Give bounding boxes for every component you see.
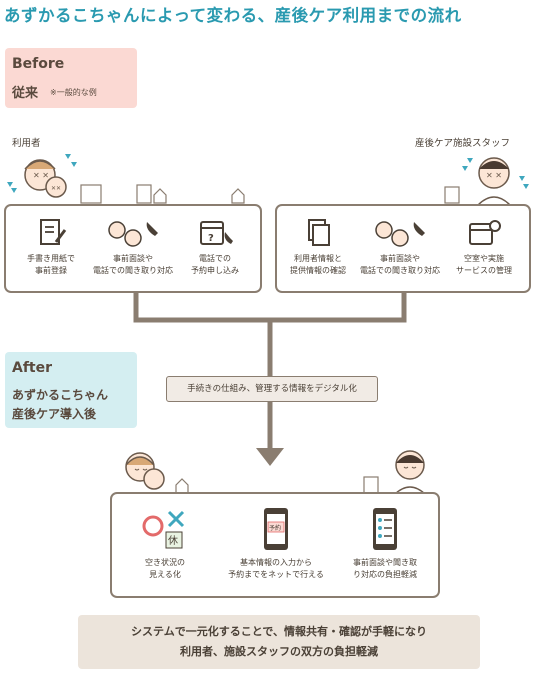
svg-text:✕ ✕: ✕ ✕	[486, 171, 502, 180]
before-user-item-2: 事前面談や 電話での聞き取り対応	[88, 216, 178, 277]
building-icon	[363, 476, 379, 494]
documents-icon	[308, 219, 330, 246]
phone-consultation-icon	[375, 221, 425, 247]
page-title: あずかるこちゃんによって変わる、産後ケア利用までの流れ	[4, 6, 462, 25]
happy-staff-icon	[393, 450, 427, 495]
availability-icon: 休	[142, 510, 185, 549]
before-staff-item-2: 事前面談や 電話での聞き取り対応	[355, 216, 445, 277]
arrow-down-icon	[256, 448, 284, 466]
stressed-mother-icon: ✕ ✕ ✕✕	[7, 154, 77, 198]
after-item-1-label: 空き状況の 見える化	[145, 558, 185, 579]
before-staff-item-1: 利用者情報と 提供情報の確認	[273, 216, 363, 277]
checklist-phone-icon	[373, 508, 397, 550]
before-staff-item-1-label: 利用者情報と 提供情報の確認	[290, 254, 346, 275]
after-panel: 休 空き状況の 見える化 予約 基本情報の入力から 予約までをネットで行える 事…	[110, 492, 440, 598]
phone-calendar-icon: ?	[200, 221, 233, 245]
after-item-2: 予約 基本情報の入力から 予約までをネットで行える	[218, 506, 334, 581]
svg-text:✕ ✕: ✕ ✕	[33, 171, 49, 180]
before-staff-item-3-label: 空室や実施 サービスの管理	[456, 254, 512, 275]
building-icon-right	[444, 186, 460, 204]
result-line-1: システムで一元化することで、情報共有・確認が手軽になり	[131, 625, 427, 638]
before-user-item-1-label: 手書き用紙で 事前登録	[27, 254, 75, 275]
before-user-item-3-label: 電話での 予約申し込み	[191, 254, 239, 275]
house-icon	[175, 478, 189, 494]
phone-consultation-icon	[108, 221, 158, 247]
after-item-2-label: 基本情報の入力から 予約までをネットで行える	[228, 558, 324, 579]
before-user-item-2-label: 事前面談や 電話での聞き取り対応	[93, 254, 173, 275]
before-staff-item-3: 空室や実施 サービスの管理	[439, 216, 529, 277]
before-sub-label: 従来	[12, 86, 39, 101]
before-staff-item-2-label: 事前面談や 電話での聞き取り対応	[360, 254, 440, 275]
before-note: ※一般的な例	[50, 88, 97, 97]
before-label: Before	[12, 56, 65, 72]
before-user-item-3: ? 電話での 予約申し込み	[170, 216, 260, 277]
svg-text:?: ?	[208, 233, 214, 244]
before-illustrations: ✕ ✕ ✕✕ ✕ ✕	[7, 154, 529, 206]
transition-label: 手続きの仕組み、管理する情報をデジタル化	[166, 376, 378, 402]
after-illustrations	[125, 450, 427, 495]
result-summary-box: システムで一元化することで、情報共有・確認が手軽になり 利用者、施設スタッフの双…	[78, 615, 480, 669]
svg-text:予約: 予約	[269, 524, 281, 532]
result-line-2: 利用者、施設スタッフの双方の負担軽減	[180, 645, 378, 658]
after-label: After	[12, 360, 53, 376]
before-user-item-1: 手書き用紙で 事前登録	[6, 216, 96, 277]
stressed-staff-icon: ✕ ✕	[462, 157, 529, 206]
before-section-label-box	[5, 48, 137, 108]
svg-text:休: 休	[168, 535, 178, 547]
after-section-label-box	[5, 352, 137, 428]
after-sub-label-2: 産後ケア導入後	[12, 407, 97, 421]
before-user-panel: 手書き用紙で 事前登録 事前面談や 電話での聞き取り対応 ? 電話での 予約申し…	[4, 204, 262, 293]
svg-text:✕✕: ✕✕	[51, 185, 61, 192]
building-icons-left	[80, 184, 245, 204]
after-sub-label-1: あずかるこちゃん	[12, 388, 109, 402]
before-staff-panel: 利用者情報と 提供情報の確認 事前面談や 電話での聞き取り対応 空室や実施 サー…	[275, 204, 531, 293]
after-item-1: 休 空き状況の 見える化	[120, 506, 210, 581]
smartphone-reservation-icon: 予約	[264, 508, 288, 550]
happy-mother-icon	[125, 452, 165, 490]
after-item-3-label: 事前面談や聞き取 り対応の負担軽減	[353, 558, 417, 579]
after-item-3: 事前面談や聞き取 り対応の負担軽減	[340, 506, 430, 581]
handwritten-form-icon	[40, 219, 67, 245]
staff-role-label: 産後ケア施設スタッフ	[415, 138, 511, 149]
calendar-gear-icon	[469, 220, 501, 245]
user-role-label: 利用者	[12, 138, 41, 149]
